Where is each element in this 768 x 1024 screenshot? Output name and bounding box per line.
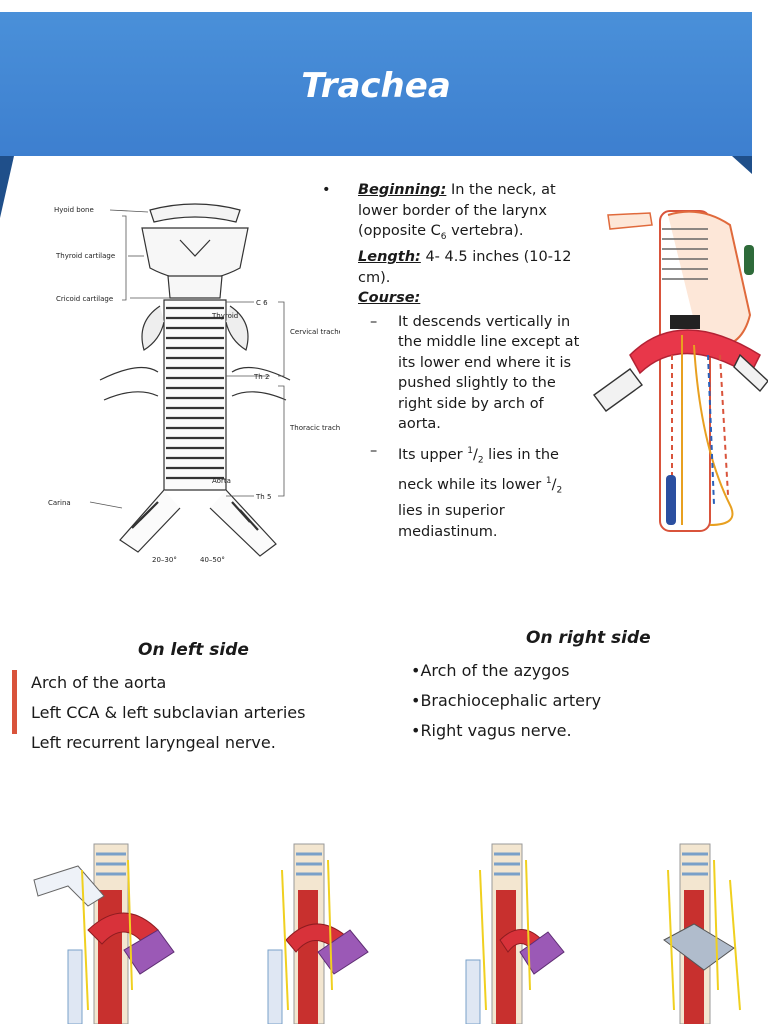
trachea-labelled-diagram: Hyoid bone Thyroid cartilage Cricoid car…: [48, 203, 340, 564]
right-side-item: •Right vagus nerve.: [411, 721, 572, 740]
label-angle-left: 40–50°: [200, 556, 225, 564]
left-side-item: Left recurrent laryngeal nerve.: [31, 733, 276, 752]
label-thyroid: Thyroid: [211, 312, 238, 320]
trachea-relations-diagram: [593, 210, 768, 532]
label-angle-right: 20–30°: [152, 556, 177, 564]
course-label: Course:: [358, 290, 421, 307]
label-cricoid-cartilage: Cricoid cartilage: [56, 295, 113, 303]
label-cervical: Cervical trachea: [290, 328, 340, 336]
mediastinum-illustration-1: [33, 843, 175, 1024]
length-text: 4- 4.5 inches (10-12 cm).: [358, 249, 572, 286]
trachea-description: • Beginning: In the neck, at lower borde…: [322, 180, 584, 542]
left-side-list: Arch of the aorta Left CCA & left subcla…: [31, 668, 305, 758]
course-text-2b: lies in the neck while its lower: [398, 446, 559, 493]
banner-fold-left: [0, 156, 14, 218]
mediastinum-illustration-4: [663, 843, 741, 1024]
bullet-dot: •: [322, 182, 331, 198]
bullet-beginning: • Beginning: In the neck, at lower borde…: [322, 180, 584, 542]
left-side-heading: On left side: [138, 640, 249, 660]
beginning-sub: 6: [440, 231, 447, 242]
course-item-1: – It descends vertically in the middle l…: [370, 313, 580, 433]
label-aorta: Aorta: [212, 477, 231, 485]
course-text-1: It descends vertically in the middle lin…: [398, 313, 580, 433]
left-side-item: Arch of the aorta: [31, 673, 167, 692]
length-label: Length:: [358, 249, 421, 266]
label-th2: Th 2: [253, 373, 269, 381]
right-side-item: •Arch of the azygos: [411, 661, 570, 680]
course-text-2a: Its upper: [398, 446, 468, 463]
beginning-label: Beginning:: [358, 182, 447, 198]
label-th5: Th 5: [255, 493, 271, 501]
mediastinum-illustration-3: [465, 843, 565, 1024]
left-side-item: Left CCA & left subclavian arteries: [31, 703, 306, 722]
mediastinum-illustration-2: [267, 843, 369, 1024]
label-hyoid-bone: Hyoid bone: [54, 206, 94, 214]
label-thyroid-cartilage: Thyroid cartilage: [55, 252, 115, 260]
label-c6: C 6: [256, 299, 268, 307]
label-carina: Carina: [48, 499, 71, 507]
page-title: Trachea: [301, 66, 451, 106]
beginning-text: In the neck, at lower border of the lary…: [358, 182, 556, 239]
course-text-2c: lies in superior mediastinum.: [398, 503, 505, 540]
left-side-accent-bar: [12, 670, 17, 734]
title-banner: [0, 12, 752, 156]
right-side-heading: On right side: [526, 628, 651, 648]
course-item-2: – Its upper 1/2 lies in the neck while i…: [370, 442, 563, 540]
beginning-end: vertebra).: [446, 223, 524, 239]
right-side-list: •Arch of the azygos •Brachiocephalic art…: [411, 656, 601, 746]
banner-fold-right: [732, 156, 752, 174]
right-side-item: •Brachiocephalic artery: [411, 691, 602, 710]
label-thoracic: Thoracic trachea: [289, 424, 340, 432]
